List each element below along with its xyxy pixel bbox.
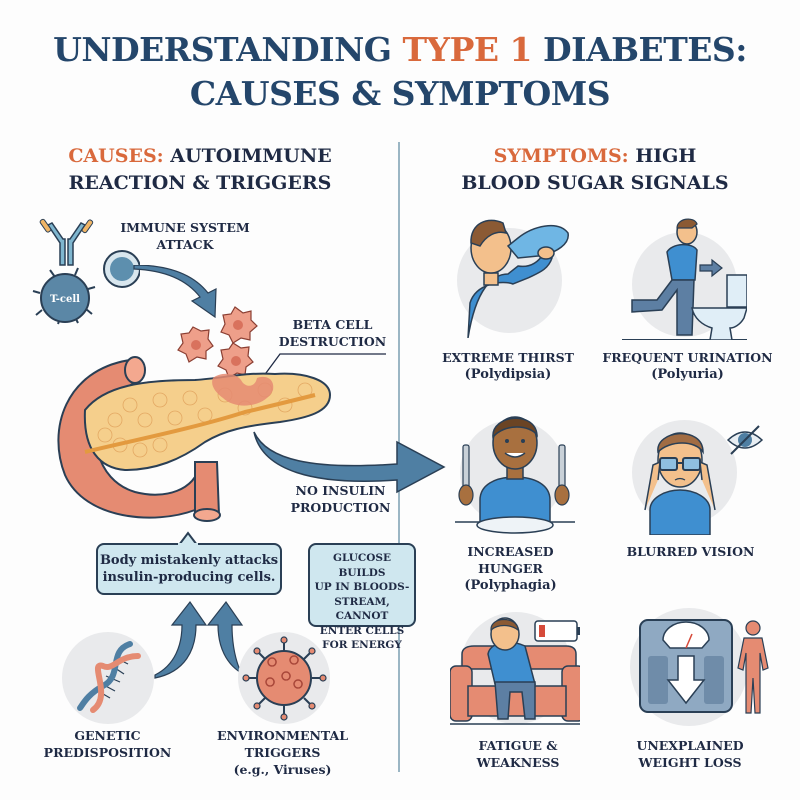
symptom-vision-label: BLURRED VISION bbox=[626, 544, 755, 559]
attack-arrow-icon bbox=[133, 265, 217, 319]
callout-pointer bbox=[178, 531, 198, 545]
symptom-hunger-label: INCREASED HUNGER (Polyphagia) bbox=[464, 544, 557, 593]
pancreas-icon bbox=[57, 356, 332, 522]
callout-autoimmune: Body mistakenly attacks insulin-producin… bbox=[96, 543, 282, 595]
genetic-label: GENETIC PREDISPOSITION bbox=[43, 728, 172, 760]
immune-attack-label: IMMUNE SYSTEM ATTACK bbox=[120, 220, 250, 252]
causes-heading: CAUSES: AUTOIMMUNE REACTION & TRIGGERS bbox=[68, 145, 332, 194]
virus-icon bbox=[242, 636, 327, 721]
symptom-thirst-label: EXTREME THIRST (Polydipsia) bbox=[442, 350, 574, 382]
no-insulin-arrow-icon bbox=[253, 431, 446, 494]
no-insulin-label: NO INSULIN PRODUCTION bbox=[290, 483, 391, 515]
callout-glucose: GLUCOSE BUILDS UP IN BLOODS- STREAM, CAN… bbox=[308, 543, 416, 651]
antibody-tcell-icon: T-cell bbox=[32, 218, 140, 325]
symptom-weight-label: UNEXPLAINED WEIGHT LOSS bbox=[636, 738, 744, 770]
fatigue-couch-icon bbox=[450, 617, 580, 725]
blurred-vision-icon bbox=[644, 425, 764, 535]
symptom-urination-label: FREQUENT URINATION (Polyuria) bbox=[602, 350, 773, 382]
eating-icon bbox=[455, 416, 575, 534]
title-accent: TYPE 1 bbox=[402, 30, 532, 69]
weight-scale-icon bbox=[639, 619, 769, 714]
drinking-water-icon bbox=[467, 219, 569, 338]
beta-cell-label: BETA CELL DESTRUCTION bbox=[278, 317, 387, 349]
svg-text:T-cell: T-cell bbox=[50, 294, 80, 305]
symptom-fatigue-label: FATIGUE & WEAKNESS bbox=[476, 738, 560, 770]
symptoms-heading: SYMPTOMS: HIGH BLOOD SUGAR SIGNALS bbox=[461, 145, 729, 194]
trigger-arrows-icon bbox=[154, 600, 246, 680]
environmental-label: ENVIRONMENTAL TRIGGERS (e.g., Viruses) bbox=[216, 728, 349, 777]
page-title: UNDERSTANDING TYPE 1 DIABETES: CAUSES & … bbox=[53, 30, 747, 113]
dna-icon bbox=[77, 641, 141, 713]
toilet-run-icon bbox=[622, 218, 747, 340]
beta-cells-icon bbox=[177, 306, 258, 379]
